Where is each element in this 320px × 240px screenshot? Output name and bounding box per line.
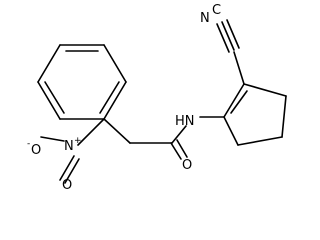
nitro-o-bottom-label: O <box>62 178 72 193</box>
bond-nitrile-triple-2 <box>216 23 230 53</box>
nitrile-group: N C <box>200 3 245 85</box>
acetamide-linker: O HN <box>103 114 225 173</box>
bond-benzene-5 <box>37 81 61 120</box>
bond-nitrile-triple-3 <box>226 19 240 49</box>
bond-cp-4 <box>237 136 283 146</box>
amide-nh-label: HN <box>175 114 195 129</box>
bond-cp-5 <box>223 116 239 146</box>
nitrile-n-label: N <box>200 11 210 26</box>
bond-nitrile-triple-1 <box>221 21 235 51</box>
bond-nitro-o-bottom <box>59 155 75 181</box>
nitro-n-label: N <box>64 139 74 154</box>
bond-cp-nitrile-c <box>233 51 245 85</box>
bond-nitro-o-bottom-2 <box>64 158 80 184</box>
benzene-ring <box>37 44 127 120</box>
nitro-n-charge: + <box>74 136 82 146</box>
bond-carbonyl-o-2 <box>176 139 188 158</box>
bond-nitro-o-top <box>40 136 65 142</box>
nitro-o-top-charge: - <box>27 139 30 149</box>
bond-benzene-3 <box>103 81 127 120</box>
bond-carbonyl-nh <box>171 125 187 144</box>
structure-diagram: N + O - O O HN N C <box>27 3 287 193</box>
bond-carbonyl-o-1 <box>170 142 182 160</box>
bond-benzene-3-inner <box>99 81 120 114</box>
bond-cp-1-inner <box>230 90 248 114</box>
bond-cp-3 <box>281 95 287 138</box>
cyclopentene-ring <box>223 83 287 146</box>
bond-ring-nitro-n <box>77 118 105 146</box>
bond-benzene-2 <box>103 44 127 83</box>
amide-o-label: O <box>182 158 192 173</box>
bond-cp-2 <box>243 83 287 97</box>
bond-cp-1 <box>223 83 245 118</box>
nitro-o-top-label: O <box>31 143 41 158</box>
bond-benzene-5-inner <box>44 81 65 114</box>
bond-benzene-6 <box>37 44 61 83</box>
nitrile-c-label: C <box>212 3 221 18</box>
nitro-group: N + O - O <box>27 118 105 193</box>
bond-ring-ch2 <box>103 118 131 144</box>
